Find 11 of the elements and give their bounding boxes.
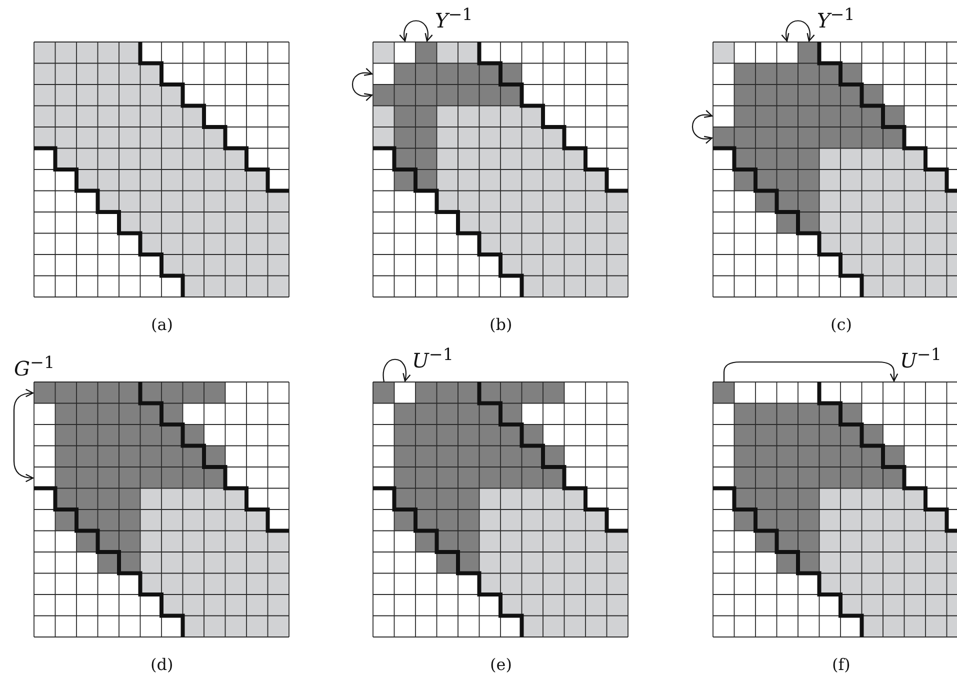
- panel-caption: (c): [830, 316, 852, 334]
- panel-caption: (e): [490, 656, 512, 674]
- panel-caption: (d): [150, 656, 174, 674]
- matrix-label: Y$^{−1}$: [817, 4, 855, 32]
- matrix-label: U$^{−1}$: [900, 344, 942, 372]
- panel-caption: (a): [151, 316, 174, 334]
- panel-caption: (b): [490, 316, 512, 334]
- matrix-label: Y$^{−1}$: [435, 4, 473, 32]
- matrix-label: U$^{−1}$: [412, 344, 454, 372]
- matrix-label: G$^{−1}$: [14, 352, 55, 380]
- panel-caption: (f): [832, 656, 850, 674]
